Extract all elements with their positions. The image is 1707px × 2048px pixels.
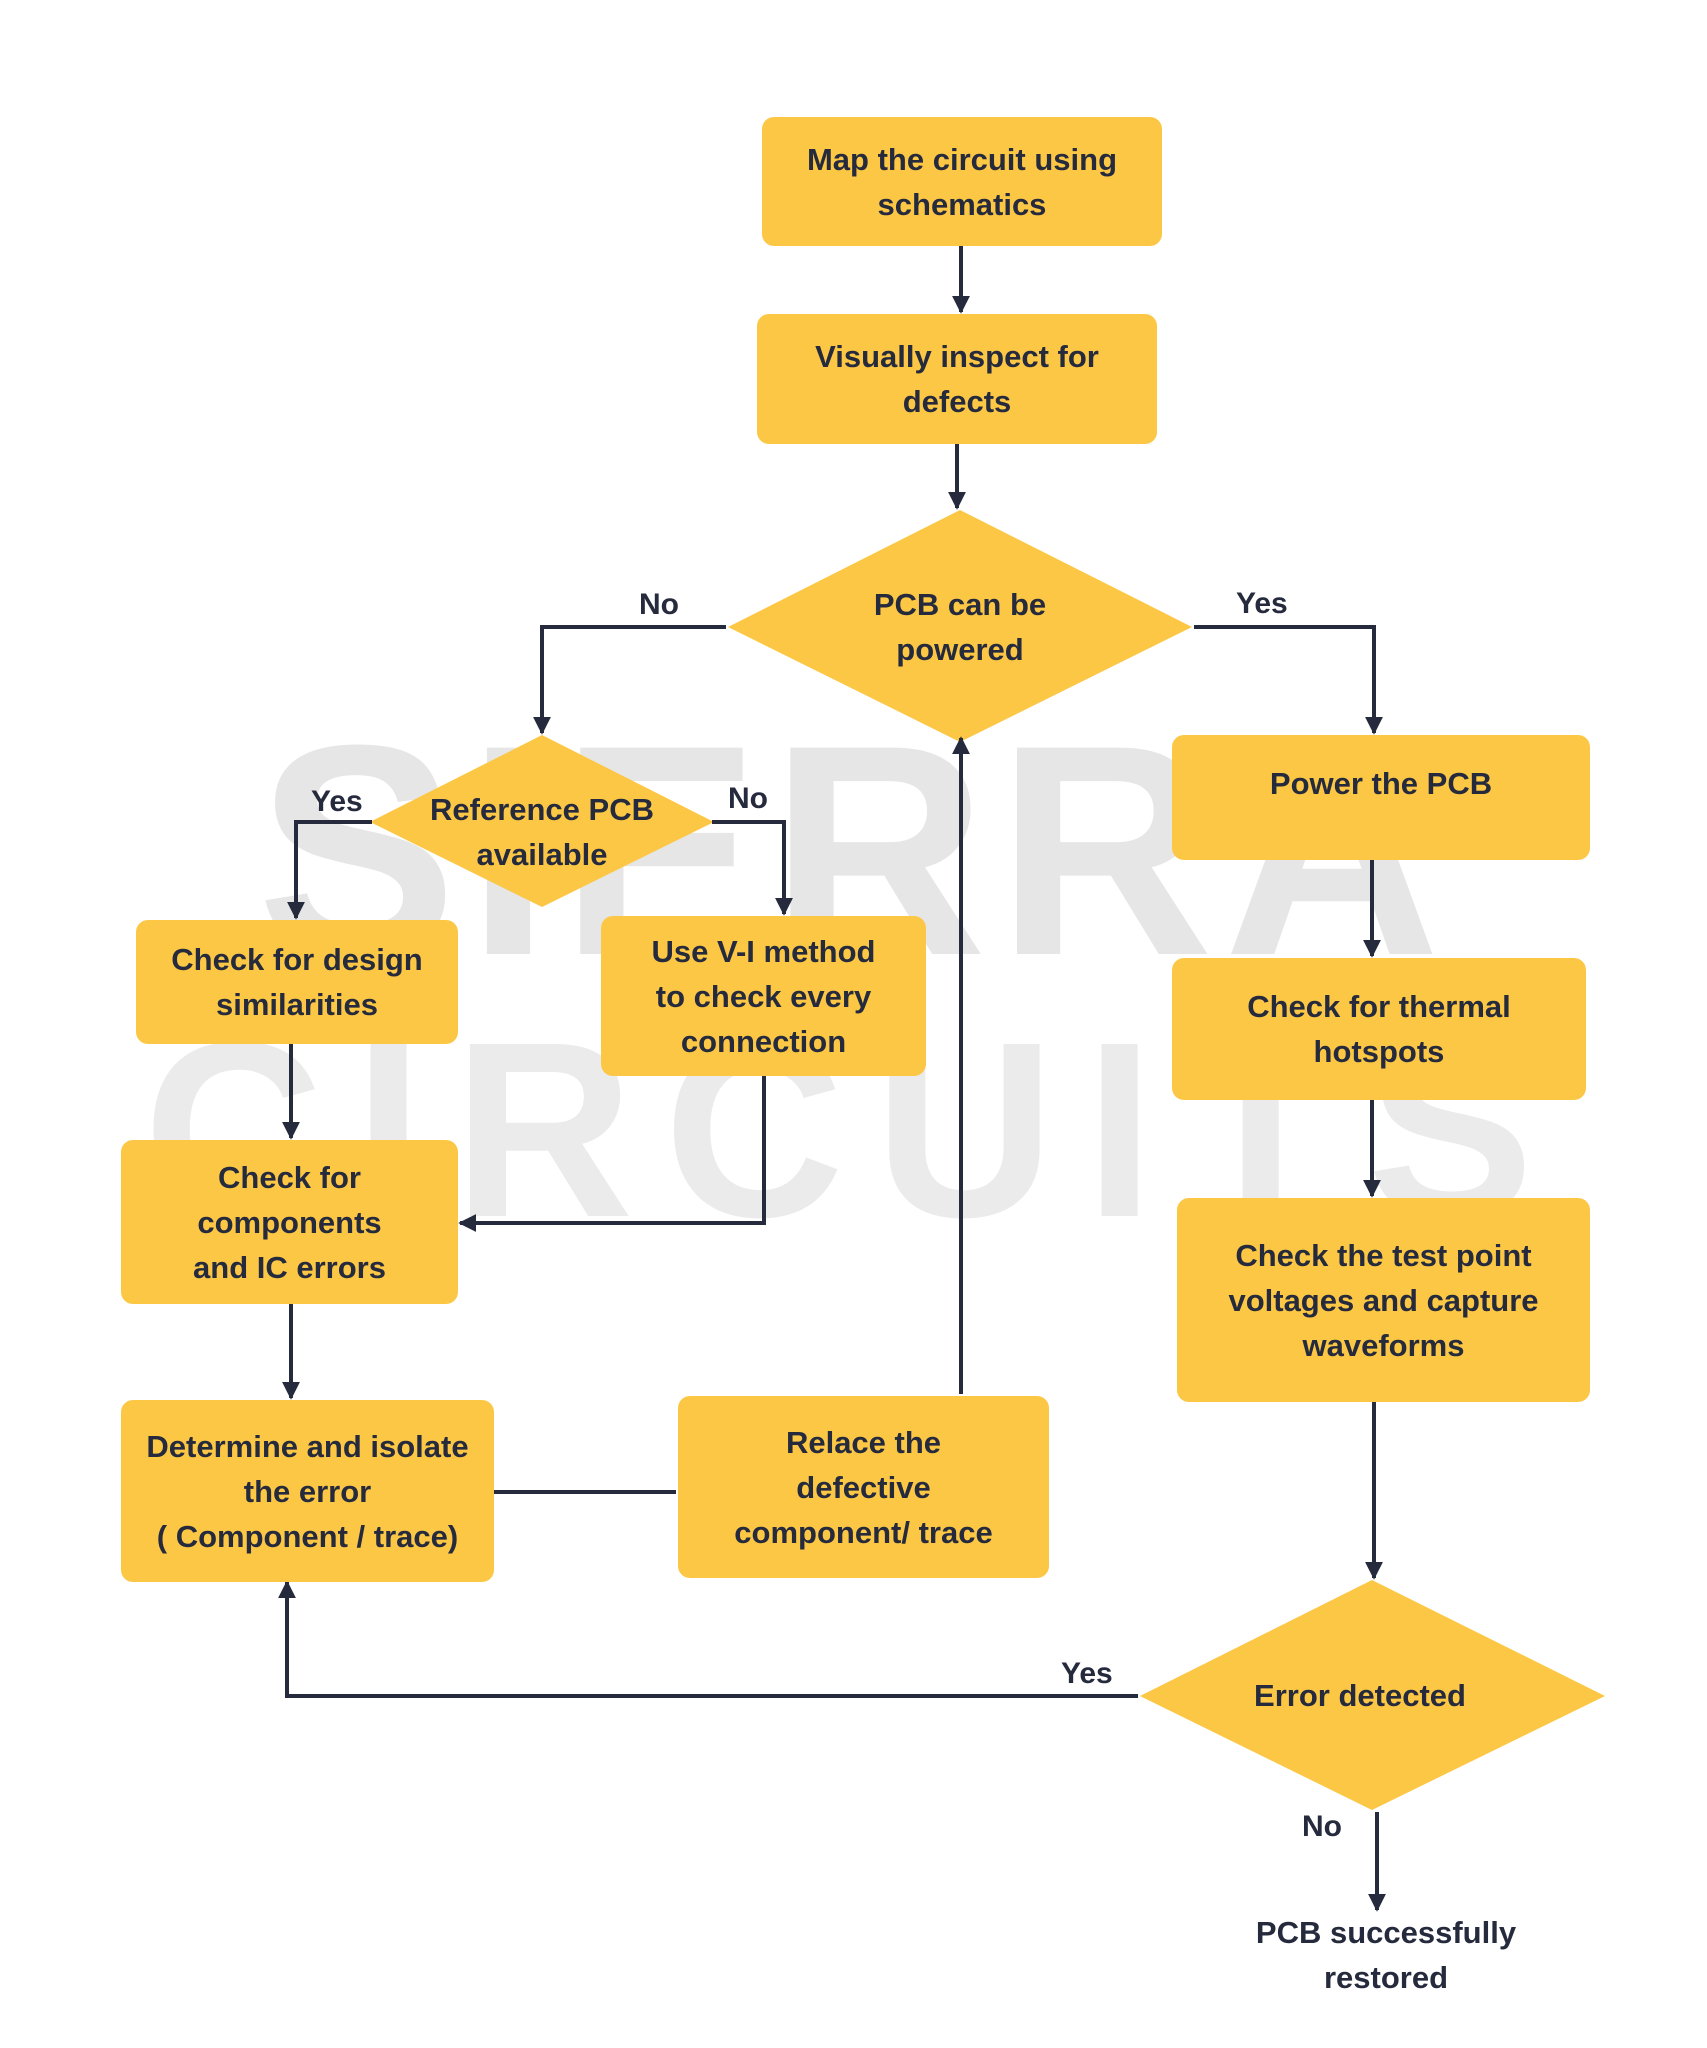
test-point-box: Check the test point voltages and captur… (1177, 1198, 1590, 1402)
replace-defective-box: Relace the defective component/ trace (678, 1396, 1049, 1578)
arrow-reference-no (712, 820, 793, 916)
arrow-reference-yes (287, 820, 372, 920)
label-reference-no: No (728, 782, 768, 815)
label-error-no: No (1302, 1810, 1342, 1843)
arrow-error-yes (278, 1580, 1138, 1698)
arrow-powered-no (533, 625, 726, 735)
map-circuit-box: Map the circuit using schematics (762, 117, 1162, 246)
components-ic-box: Check for components and IC errors (121, 1140, 458, 1304)
arrow-vi-to-components (458, 1076, 766, 1232)
reference-pcb-text: Reference PCB available (430, 792, 654, 872)
label-powered-yes: Yes (1236, 587, 1288, 620)
pcb-restored-text: PCB successfully restored (1255, 1915, 1517, 1995)
arrow-powered-yes (1194, 625, 1383, 735)
label-powered-no: No (639, 588, 679, 621)
power-pcb-box: Power the PCB (1172, 735, 1590, 860)
visual-inspect-box: Visually inspect for defects (757, 314, 1157, 444)
pcb-powered-text: PCB can be powered (873, 587, 1047, 667)
error-detected-diamond (1140, 1580, 1605, 1810)
label-reference-yes: Yes (311, 785, 363, 818)
design-similarities-box: Check for design similarities (136, 920, 458, 1044)
thermal-hotspots-box: Check for thermal hotspots (1172, 958, 1586, 1100)
pcb-powered-diamond (728, 510, 1192, 742)
label-error-yes: Yes (1061, 1657, 1113, 1690)
error-detected-text: Error detected (1254, 1677, 1466, 1713)
determine-isolate-box: Determine and isolate the error ( Compon… (121, 1400, 494, 1582)
vi-method-box: Use V-I method to check every connection (601, 916, 926, 1076)
reference-pcb-diamond (370, 735, 714, 907)
